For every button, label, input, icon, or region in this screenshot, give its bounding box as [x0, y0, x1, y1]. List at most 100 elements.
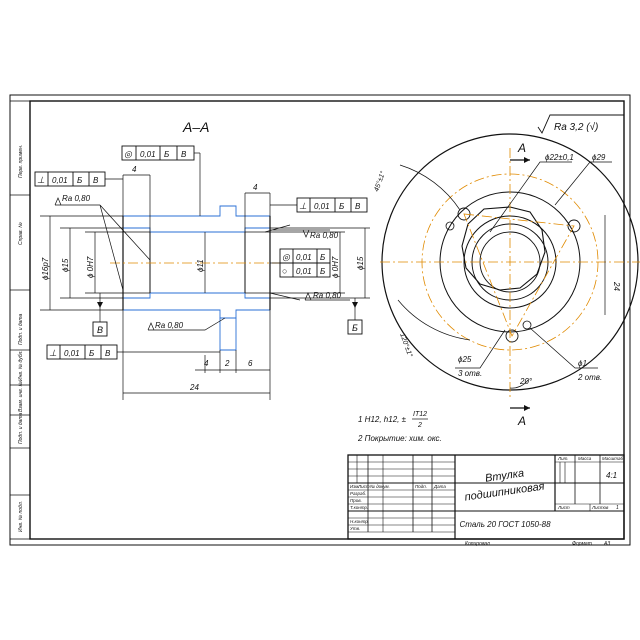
tb-sheets: Листов	[591, 505, 609, 510]
dim-len4-top-right: 4	[253, 183, 258, 192]
inner-frame	[29, 100, 625, 540]
dim-len6-bottom: 6	[248, 359, 253, 368]
flange-block	[219, 317, 237, 351]
dim-d22: ϕ22±0,1	[545, 153, 574, 162]
part-name-2: подшипниковая	[464, 480, 546, 503]
title-block: Изм. Лист № докум. Подп. Дата Разраб. Пр…	[347, 454, 625, 547]
datum-right	[347, 319, 363, 335]
dim-d25: ϕ25	[458, 355, 472, 364]
tolerance-frame-top-center: ◎ 0,01 Б В	[121, 145, 201, 216]
dim-angle20: 20°	[519, 377, 533, 386]
strip-label-1: Справ. №	[18, 222, 24, 245]
tb-format-value: А3	[603, 541, 610, 547]
tb-role-1: Пров.	[350, 498, 362, 503]
strip-label-4: Взам. инв. №	[18, 380, 24, 412]
svg-text:Б: Б	[352, 323, 358, 333]
tolerance-frame-bottom-left: ⊥ 0,01 Б В	[46, 344, 220, 360]
top-wall	[122, 205, 271, 233]
tb-sheets-value: 1	[616, 505, 619, 511]
tb-lit: Лит.	[557, 456, 569, 461]
note-fraction-den: 2	[417, 422, 422, 429]
hole-3	[505, 329, 519, 343]
tb-col-list: Лист	[357, 484, 370, 489]
roughness-right-top: Ra 0,80	[310, 231, 339, 240]
svg-text:⊥: ⊥	[299, 201, 307, 211]
svg-text:⊥: ⊥	[49, 348, 57, 358]
datum-left	[92, 321, 108, 337]
roughness-right-mid: Ra 0,80	[313, 291, 342, 300]
tb-scale-value: 4:1	[606, 471, 617, 480]
note-1: 1 H12, h12, ±	[358, 415, 407, 424]
dim-len24: 24	[189, 383, 199, 392]
svg-text:0,01: 0,01	[296, 253, 312, 262]
dim-angle-top: 45°±1°	[372, 170, 387, 193]
svg-text:Ra 3,2 (√): Ra 3,2 (√)	[554, 121, 598, 133]
tb-role-4: Н.контр.	[350, 519, 369, 524]
svg-text:Б: Б	[339, 202, 344, 211]
part-name-1: Втулка	[484, 467, 524, 484]
tb-col-sign: Подп.	[415, 484, 427, 489]
tb-role-0: Разраб.	[350, 491, 366, 496]
svg-text:◎: ◎	[282, 252, 291, 262]
hole-2	[567, 219, 581, 233]
roughness-bottom-mid: Ra 0,80	[155, 321, 184, 330]
dim-holes2: 2 отв.	[577, 373, 602, 382]
dim-len4-bottom: 4	[204, 359, 209, 368]
svg-text:В: В	[105, 349, 111, 358]
svg-text:0,01: 0,01	[52, 176, 68, 185]
tb-scale: Масштаб	[602, 456, 623, 461]
tb-sheet: Лист	[557, 505, 570, 510]
svg-text:0,01: 0,01	[64, 349, 80, 358]
dim-d15-right: ϕ15	[356, 256, 365, 270]
tolerance-frame-left-top: ⊥ 0,01 Б В	[34, 171, 123, 187]
bottom-wall	[122, 292, 271, 319]
dim-d1: ϕ1	[578, 359, 587, 368]
svg-text:Б: Б	[320, 267, 325, 276]
tb-col-doc: № докум.	[370, 484, 390, 489]
svg-text:В: В	[181, 150, 187, 159]
tb-role-2: Т.контр.	[350, 505, 368, 510]
note-2: 2 Покрытие: хим. окс.	[357, 434, 442, 443]
svg-text:0,01: 0,01	[140, 150, 156, 159]
dim-d16: ϕ16p7	[41, 257, 50, 280]
tb-format: Формат	[572, 541, 592, 547]
tolerance-frame-mid-right: ◎ 0,01 Б ○ 0,01 Б	[270, 248, 331, 278]
svg-text:Б: Б	[77, 176, 82, 185]
section-marker-top: A	[517, 141, 526, 155]
roughness-leader-left	[55, 204, 151, 291]
hole-1	[457, 207, 471, 221]
svg-text:В: В	[355, 202, 361, 211]
dim-d15-left: ϕ15	[61, 258, 70, 272]
strip-label-5: Подп. и дата	[18, 412, 24, 444]
strip-label-6: Инв. № подл.	[18, 501, 24, 532]
svg-text:Б: Б	[89, 349, 94, 358]
svg-text:0,01: 0,01	[296, 267, 312, 276]
general-roughness: Ra 3,2 (√)	[537, 114, 624, 134]
tb-role-5: Утв.	[350, 526, 360, 531]
section-label: A–A	[182, 119, 209, 135]
strip-label-2: Подп. и дата	[18, 313, 24, 345]
dim-angle-left: 120°±1°	[398, 332, 414, 358]
dim-d29: ϕ29	[592, 153, 606, 162]
section-marker-bottom: A	[517, 414, 526, 428]
dim-dH7-left: ϕ 0H7	[86, 256, 95, 278]
dim-len2-bottom: 2	[224, 359, 230, 368]
dim-holes3: 3 отв.	[458, 369, 482, 378]
technical-notes: 1 H12, h12, ± IT12 2 2 Покрытие: хим. ок…	[357, 411, 442, 443]
dim-dH7-right: ϕ 0H7	[331, 256, 340, 278]
svg-text:В: В	[97, 325, 103, 335]
svg-text:В: В	[93, 176, 99, 185]
strip-label-0: Перв. примен.	[18, 145, 24, 178]
section-view: ϕ16p7 ϕ15 ϕ 0H7 ϕ11 ϕ 0H7 ϕ15 4 4 24 4 2…	[34, 145, 370, 400]
strip-label-3: Инв. № дубл.	[18, 350, 24, 381]
svg-text:Б: Б	[320, 253, 325, 262]
svg-text:○: ○	[282, 266, 287, 276]
svg-text:Б: Б	[164, 150, 169, 159]
tb-col-date: Дата	[433, 484, 446, 489]
tb-col-izm: Изм.	[350, 484, 360, 489]
side-strip: Перв. примен. Справ. № Подп. и дата Инв.…	[9, 100, 31, 540]
svg-text:◎: ◎	[124, 149, 133, 159]
svg-text:0,01: 0,01	[314, 202, 330, 211]
dim-d11: ϕ11	[196, 259, 205, 272]
